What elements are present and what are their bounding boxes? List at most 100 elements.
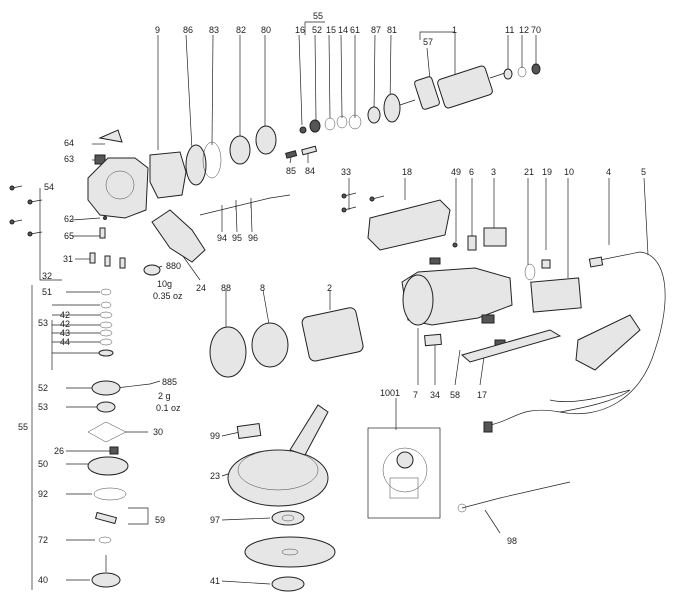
part-8-shape [251, 322, 289, 368]
part-label-88: 88 [221, 283, 231, 293]
part-3-shape [483, 227, 507, 247]
part-label-98: 98 [507, 536, 517, 546]
part-label-87: 87 [371, 25, 381, 35]
grease-note-880: 880 10g 0.35 oz [153, 261, 183, 301]
part-86-shape [185, 144, 207, 186]
part-label-32: 32 [42, 271, 52, 281]
part-83-shape [202, 141, 222, 179]
part-23-dust-guard [227, 404, 329, 507]
part-label-83: 83 [209, 25, 219, 35]
grease-880-code: 880 [166, 261, 181, 271]
part-label-49: 49 [451, 167, 461, 177]
part-label-53-repeat: 53 [38, 318, 48, 328]
part-24-shape [151, 209, 206, 263]
part-label-64: 64 [64, 138, 74, 148]
part-label-6: 6 [469, 167, 474, 177]
part-label-96: 96 [248, 233, 258, 243]
part-label-57: 57 [423, 37, 433, 47]
grease-880-oz: 0.35 oz [153, 291, 183, 301]
part-label-61: 61 [350, 25, 360, 35]
part-64-shape [98, 129, 123, 143]
part-label-59: 59 [155, 515, 165, 525]
grease-885-oz: 0.1 oz [156, 403, 181, 413]
part-label-30: 30 [153, 427, 163, 437]
gear-housing-shape [87, 157, 149, 219]
part-label-24: 24 [196, 283, 206, 293]
part-label-26: 26 [54, 446, 64, 456]
part-label-52-repeat: 52 [312, 25, 322, 35]
part-5-cover-shape [575, 314, 641, 371]
part-63-shape [94, 154, 106, 165]
part-label-70: 70 [531, 25, 541, 35]
part-label-63: 63 [64, 154, 74, 164]
part-label-50: 50 [38, 459, 48, 469]
part-label-84: 84 [305, 166, 315, 176]
part-label-5: 5 [641, 167, 646, 177]
grease-885-code: 885 [162, 377, 177, 387]
part-label-58: 58 [450, 390, 460, 400]
part-label-94: 94 [217, 233, 227, 243]
part-label-11: 11 [505, 25, 514, 35]
part-label-99: 99 [210, 431, 220, 441]
part-label-40: 40 [38, 575, 48, 585]
part-label-52: 52 [38, 383, 48, 393]
spindle-stack [87, 288, 129, 588]
part-label-15: 15 [326, 25, 336, 35]
part-label-72: 72 [38, 535, 48, 545]
part-label-41: 41 [210, 576, 220, 586]
power-cord [483, 251, 666, 433]
part-1-armature [399, 65, 506, 110]
part-label-19: 19 [542, 167, 552, 177]
grease-note-885: 885 2 g 0.1 oz [156, 377, 181, 413]
screws-left [9, 185, 43, 237]
part-label-10: 10 [564, 167, 574, 177]
part-label-51: 51 [42, 287, 52, 297]
part-80-shape [255, 125, 277, 155]
part-label-55: 55 [18, 422, 28, 432]
part-label-65: 65 [64, 231, 74, 241]
part-label-8: 8 [260, 283, 265, 293]
part-9-shape [149, 151, 187, 199]
part-label-42-repeat: 42 [60, 319, 70, 329]
detail-box-1001 [367, 427, 441, 519]
part-label-18: 18 [402, 167, 412, 177]
part-label-21: 21 [524, 167, 534, 177]
part-label-7: 7 [413, 390, 418, 400]
part-label-31: 31 [63, 254, 73, 264]
part-18-shape [367, 199, 451, 251]
part-label-23: 23 [210, 471, 220, 481]
part-label-44: 44 [60, 337, 70, 347]
part-label-33: 33 [341, 167, 351, 177]
part-label-97: 97 [210, 515, 220, 525]
part-label-1001: 1001 [380, 388, 400, 398]
part-17-shape [460, 329, 562, 363]
part-label-54: 54 [44, 182, 54, 192]
part-82-shape [229, 135, 251, 165]
part-label-80: 80 [261, 25, 271, 35]
part-label-12: 12 [519, 25, 529, 35]
part-label-82: 82 [236, 25, 246, 35]
part-label-85: 85 [286, 166, 296, 176]
part-label-95: 95 [232, 233, 242, 243]
part-label-14: 14 [338, 25, 348, 35]
part-label-34: 34 [430, 390, 440, 400]
part-label-53: 53 [38, 402, 48, 412]
part-label-4: 4 [606, 167, 611, 177]
part-label-43: 43 [60, 328, 70, 338]
grease-885-amount: 2 g [158, 391, 171, 401]
part-88-shape [209, 326, 247, 378]
part-label-62: 62 [64, 214, 74, 224]
part-label-9: 9 [155, 25, 160, 35]
part-label-16: 16 [295, 25, 305, 35]
part-label-17: 17 [477, 390, 487, 400]
part-10-shape [530, 277, 582, 313]
part-label-3: 3 [491, 167, 496, 177]
part-2-shape [301, 307, 364, 362]
part-label-42: 42 [60, 310, 70, 320]
part-label-92: 92 [38, 489, 48, 499]
part-81-shape [383, 93, 401, 123]
part-label-86: 86 [183, 25, 193, 35]
